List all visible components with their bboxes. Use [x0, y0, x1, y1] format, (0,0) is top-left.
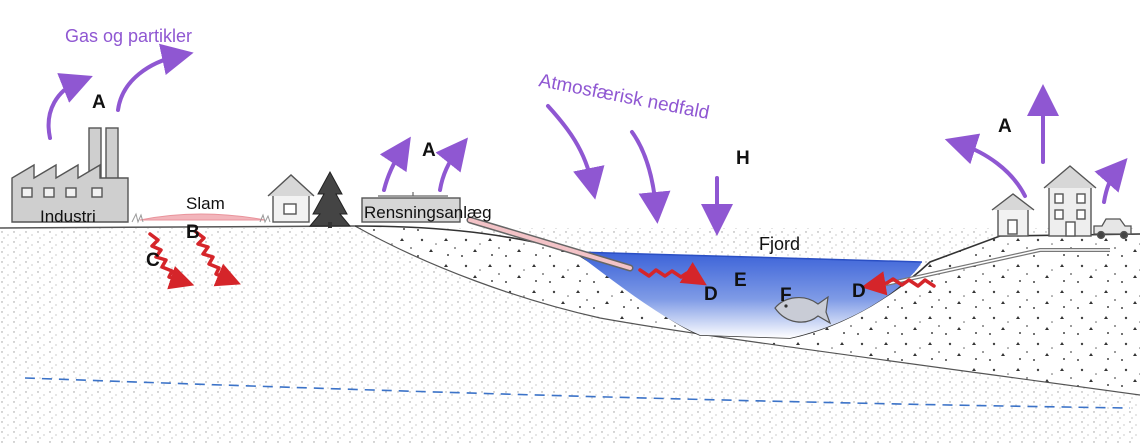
letter-f: F [780, 285, 792, 306]
label-atmosfaerisk-nedfald: Atmosfærisk nedfald [537, 70, 711, 124]
letter-a-town: A [998, 116, 1012, 137]
label-rensningsanlaeg: Rensningsanlæg [364, 203, 492, 222]
small-house-right [991, 193, 1035, 237]
ground [0, 225, 1140, 444]
letter-d-right: D [852, 281, 866, 302]
fill-sediment [355, 226, 1140, 395]
fill-boundary [354, 225, 1140, 396]
label-fjord: Fjord [759, 234, 800, 254]
tree [308, 170, 352, 228]
label-industri: Industri [40, 207, 96, 226]
groundwater-table [24, 377, 1131, 409]
emission-arrows [46, 43, 1128, 236]
letter-a-industry: A [92, 92, 106, 113]
treatment-plant [361, 192, 461, 223]
fish-icon [774, 295, 832, 325]
letter-c: C [146, 250, 160, 271]
label-gas-og-partikler: Gas og partikler [65, 26, 192, 46]
letter-d-left: D [704, 284, 718, 305]
car [1093, 218, 1132, 240]
letter-e: E [734, 270, 747, 291]
letter-h: H [736, 148, 750, 169]
letter-b: B [186, 222, 200, 243]
apartment-building [1043, 165, 1097, 237]
letter-a-plant: A [422, 140, 436, 161]
leaching-arrows [148, 230, 936, 296]
sludge-deposit [139, 213, 266, 221]
house [267, 174, 315, 223]
label-slam: Slam [186, 194, 225, 213]
industry-building [11, 127, 129, 223]
